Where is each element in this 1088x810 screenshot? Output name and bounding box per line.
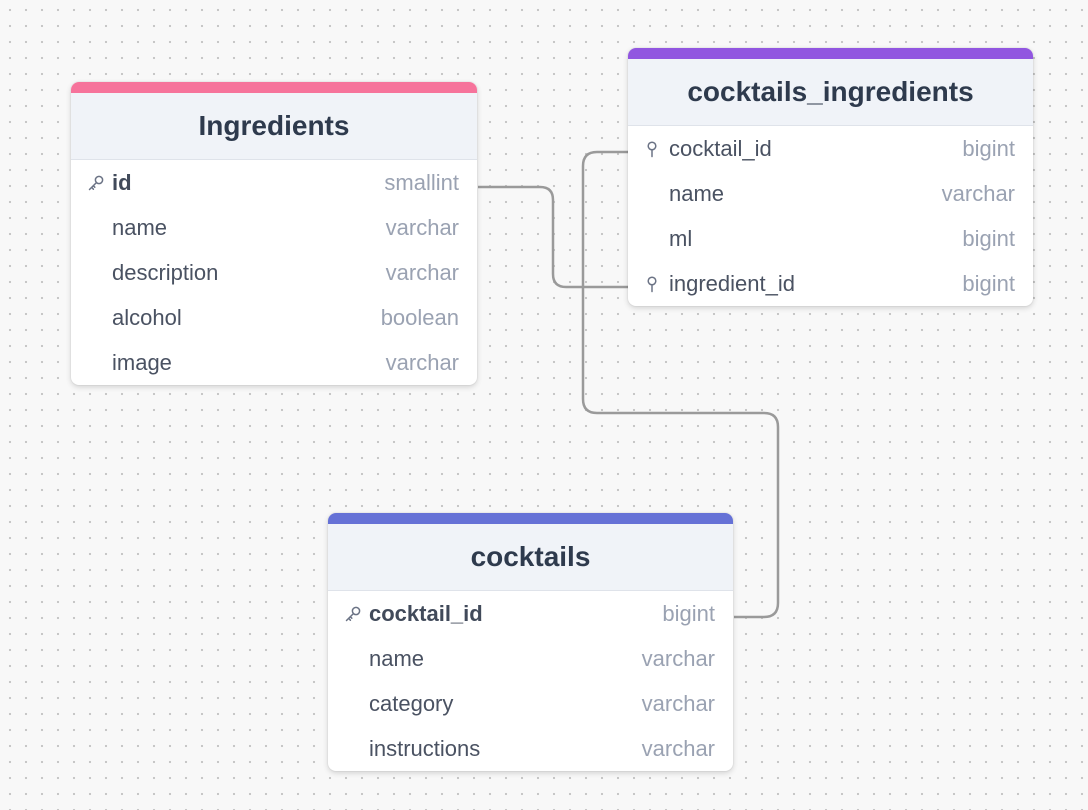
- key-icon: [344, 605, 362, 623]
- column-type: varchar: [641, 690, 715, 716]
- column-name: image: [112, 349, 172, 375]
- column-name: cocktail_id: [369, 600, 483, 626]
- column-name: name: [669, 180, 725, 206]
- column-type: smallint: [384, 169, 459, 195]
- table-accent-bar: [71, 82, 477, 93]
- key-icon: [87, 174, 105, 192]
- column-type: varchar: [641, 735, 715, 761]
- table-row[interactable]: name varchar: [71, 205, 477, 250]
- table-row[interactable]: alcohol boolean: [71, 295, 477, 340]
- column-type: bigint: [962, 225, 1015, 251]
- table-cocktails-ingredients[interactable]: cocktails_ingredients cocktail_id bigint…: [628, 48, 1033, 306]
- column-name: cocktail_id: [669, 135, 772, 161]
- column-type: boolean: [380, 304, 459, 330]
- column-type: bigint: [962, 135, 1015, 161]
- table-row[interactable]: ml bigint: [628, 216, 1033, 261]
- column-name: description: [112, 259, 219, 285]
- column-name: ml: [669, 225, 693, 251]
- table-row[interactable]: instructions varchar: [328, 726, 733, 771]
- pin-icon: [644, 140, 660, 158]
- table-accent-bar: [628, 48, 1033, 59]
- column-name: alcohol: [112, 304, 182, 330]
- table-row[interactable]: image varchar: [71, 340, 477, 385]
- table-row[interactable]: cocktail_id bigint: [328, 591, 733, 636]
- column-type: varchar: [941, 180, 1015, 206]
- column-type: bigint: [962, 270, 1015, 296]
- table-row[interactable]: cocktail_id bigint: [628, 126, 1033, 171]
- pin-icon: [644, 275, 660, 293]
- table-ingredients[interactable]: Ingredients id smallint name varchar des…: [71, 82, 477, 385]
- relation-line-ingredient-id[interactable]: [478, 185, 628, 289]
- column-name: id: [112, 169, 132, 195]
- table-title[interactable]: Ingredients: [71, 93, 477, 160]
- column-name: name: [369, 645, 425, 671]
- column-name: ingredient_id: [669, 270, 795, 296]
- table-row[interactable]: category varchar: [328, 681, 733, 726]
- column-type: varchar: [641, 645, 715, 671]
- column-name: instructions: [369, 735, 481, 761]
- table-cocktails[interactable]: cocktails cocktail_id bigint name varcha…: [328, 513, 733, 771]
- column-type: bigint: [662, 600, 715, 626]
- column-type: varchar: [385, 214, 459, 240]
- table-row[interactable]: name varchar: [328, 636, 733, 681]
- table-title[interactable]: cocktails_ingredients: [628, 59, 1033, 126]
- column-type: varchar: [385, 259, 459, 285]
- table-title[interactable]: cocktails: [328, 524, 733, 591]
- column-name: category: [369, 690, 454, 716]
- column-type: varchar: [385, 349, 459, 375]
- table-row[interactable]: description varchar: [71, 250, 477, 295]
- table-row[interactable]: id smallint: [71, 160, 477, 205]
- table-accent-bar: [328, 513, 733, 524]
- column-name: name: [112, 214, 168, 240]
- table-row[interactable]: name varchar: [628, 171, 1033, 216]
- table-row[interactable]: ingredient_id bigint: [628, 261, 1033, 306]
